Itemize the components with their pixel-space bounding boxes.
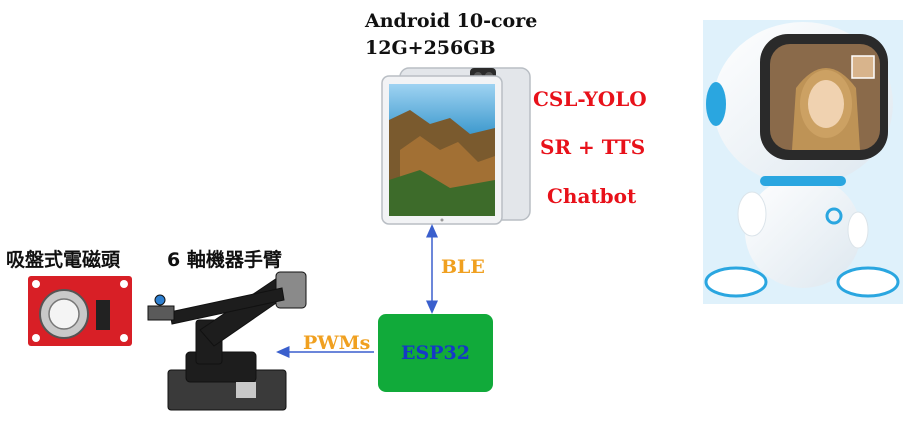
robot-arm-illustration: [147, 271, 307, 411]
tablet-spec-line1: Android 10-core: [365, 10, 538, 32]
tablet-illustration: [381, 67, 531, 225]
electromagnet-label: 吸盤式電磁頭: [6, 249, 121, 271]
tablet-spec-line2: 12G+256GB: [365, 37, 496, 59]
pwm-label: PWMs: [303, 332, 371, 354]
tablet-spec: Android 10-core 12G+256GB: [365, 8, 537, 62]
feature-chatbot: Chatbot: [547, 184, 637, 208]
robot-illustration: [703, 20, 903, 304]
electromagnet-module: [28, 276, 132, 346]
feature-csl-yolo: CSL-YOLO: [533, 87, 647, 111]
esp32-box: ESP32: [378, 314, 493, 392]
esp32-label: ESP32: [401, 342, 470, 364]
robot-arm-label: 6 軸機器手臂: [167, 249, 282, 271]
ble-label: BLE: [441, 256, 485, 278]
feature-sr-tts: SR + TTS: [540, 135, 646, 159]
